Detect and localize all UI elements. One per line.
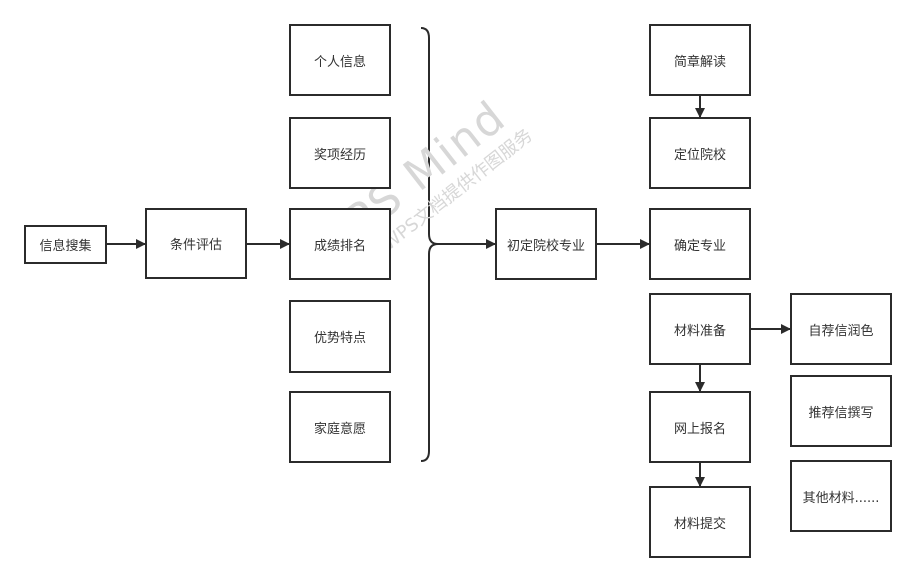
- node-other-materials[interactable]: 其他材料......: [790, 460, 892, 532]
- node-grades-rank[interactable]: 成绩排名: [289, 208, 391, 280]
- grouping-brace: [420, 27, 439, 462]
- node-personal-info[interactable]: 个人信息: [289, 24, 391, 96]
- node-condition-eval[interactable]: 条件评估: [145, 208, 247, 279]
- node-initial-choice[interactable]: 初定院校专业: [495, 208, 597, 280]
- node-personal-statement[interactable]: 自荐信润色: [790, 293, 892, 365]
- node-target-school[interactable]: 定位院校: [649, 117, 751, 189]
- node-online-signup[interactable]: 网上报名: [649, 391, 751, 463]
- node-materials-prep[interactable]: 材料准备: [649, 293, 751, 365]
- node-info-collect[interactable]: 信息搜集: [24, 225, 107, 264]
- node-strengths[interactable]: 优势特点: [289, 300, 391, 373]
- node-family-wish[interactable]: 家庭意愿: [289, 391, 391, 463]
- node-awards[interactable]: 奖项经历: [289, 117, 391, 189]
- node-brochure[interactable]: 简章解读: [649, 24, 751, 96]
- node-submit-materials[interactable]: 材料提交: [649, 486, 751, 558]
- node-recommendation[interactable]: 推荐信撰写: [790, 375, 892, 447]
- node-confirm-major[interactable]: 确定专业: [649, 208, 751, 280]
